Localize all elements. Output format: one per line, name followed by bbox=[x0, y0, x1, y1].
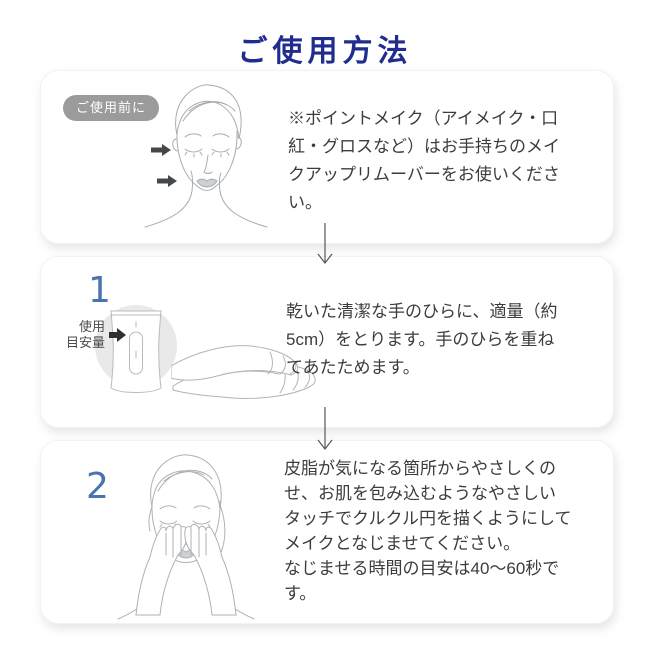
eye-pointer-arrow-icon bbox=[151, 144, 171, 156]
instruction-text: ※ポイントメイク（アイメイク・口 紅・グロスなど）はお手持ちのメイ クアップリム… bbox=[288, 109, 560, 212]
usage-amount-label: 使用 目安量 bbox=[57, 319, 126, 351]
down-arrow-icon bbox=[317, 407, 333, 450]
instruction-text: 皮脂が気になる箇所からやさしくの せ、お肌を包み込むようなやさしい タッチでクル… bbox=[284, 459, 572, 603]
tube-amount-illustration bbox=[93, 304, 183, 409]
before-use-badge: ご使用前に bbox=[63, 95, 160, 121]
step-number: 1 bbox=[88, 270, 111, 311]
right-arrow-icon bbox=[109, 328, 126, 342]
usage-amount-text: 使用 目安量 bbox=[65, 319, 105, 350]
page-title: ご使用方法 bbox=[237, 35, 413, 68]
step-number: 2 bbox=[86, 466, 109, 507]
face-with-hands-illustration bbox=[106, 449, 266, 626]
before-use-card: ご使用前に bbox=[40, 70, 614, 244]
instruction-text: 乾いた清潔な手のひらに、適量（約 5cm）をとります。手のひらを重ね てあたため… bbox=[286, 302, 558, 377]
face-with-arrows-illustration bbox=[143, 81, 269, 234]
step-1-card: 1 使用 目安量 bbox=[40, 256, 614, 428]
warming-hands-illustration bbox=[170, 336, 326, 413]
step-2-card: 2 bbox=[40, 440, 614, 624]
down-arrow-icon bbox=[317, 223, 333, 264]
lip-pointer-arrow-icon bbox=[157, 175, 177, 187]
